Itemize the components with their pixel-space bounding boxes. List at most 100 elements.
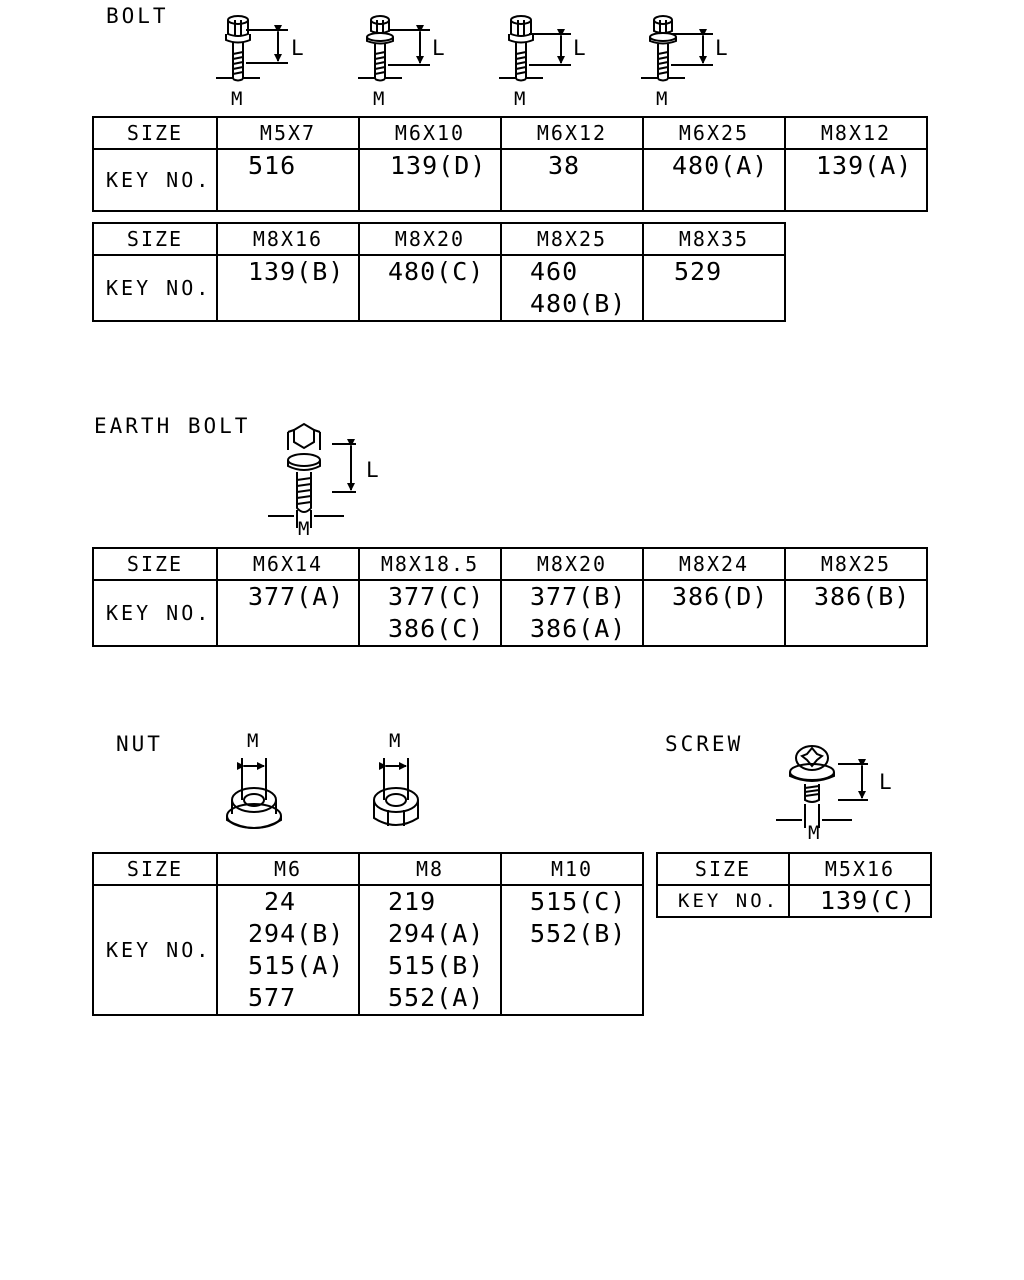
bolt-dim-l-1: L xyxy=(291,36,307,60)
key-value: 139(A) xyxy=(816,151,913,180)
bolt-dim-m-2: M xyxy=(373,88,388,110)
key-value: 552(A) xyxy=(388,983,485,1012)
key-cell: 219 294(A) 515(B) 552(A) xyxy=(358,884,502,1016)
size-cell: M10 xyxy=(500,852,644,886)
key-row: KEY NO. 139(C) xyxy=(656,884,932,918)
nut-icon-m8 xyxy=(373,758,419,826)
screw-icon xyxy=(776,745,868,828)
nut-dim-m-2: M xyxy=(389,730,404,752)
key-value: 294(A) xyxy=(388,919,485,948)
size-cell: M8X35 xyxy=(642,222,786,256)
size-cell: M5X16 xyxy=(788,852,932,886)
key-no-header: KEY NO. xyxy=(92,579,218,647)
key-cell: 139(A) xyxy=(784,148,928,212)
key-cell: 377(B) 386(A) xyxy=(500,579,644,647)
key-cell: 480(C) xyxy=(358,254,502,322)
bolt-dim-l-4: L xyxy=(715,36,731,60)
bolt-dim-l-3: L xyxy=(573,36,589,60)
key-value: 460 xyxy=(530,257,579,286)
size-row: SIZE M6X14 M8X18.5 M8X20 M8X24 M8X25 xyxy=(92,547,928,581)
screw-size-table: SIZE M5X16 KEY NO. 139(C) xyxy=(656,852,932,918)
key-cell: 516 xyxy=(216,148,360,212)
key-cell: 386(D) xyxy=(642,579,786,647)
key-value: 139(B) xyxy=(248,257,345,286)
size-cell: M5X7 xyxy=(216,116,360,150)
size-header: SIZE xyxy=(92,852,218,886)
bolt-size-table-1: SIZE M5X7 M6X10 M6X12 M6X25 M8X12 KEY NO… xyxy=(92,116,928,212)
key-value: 515(C) xyxy=(530,887,627,916)
key-value: 377(B) xyxy=(530,582,627,611)
key-cell: 139(B) xyxy=(216,254,360,322)
key-cell: 377(C)386(C) xyxy=(358,579,502,647)
key-row: KEY NO. 24 294(B) 515(A) 577 219 294(A) … xyxy=(92,884,644,1016)
size-row: SIZE M8X16 M8X20 M8X25 M8X35 xyxy=(92,222,786,256)
key-row: KEY NO. 516 139(D) 38 480(A) 139(A) xyxy=(92,148,928,212)
key-value: 480(B) xyxy=(530,289,627,318)
key-no-header: KEY NO. xyxy=(92,254,218,322)
key-value: 386(C) xyxy=(388,614,485,643)
key-value: 515(B) xyxy=(388,951,485,980)
size-cell: M8X25 xyxy=(500,222,644,256)
earth-bolt-section-title: EARTH BOLT xyxy=(94,414,251,438)
key-value: 516 xyxy=(248,151,297,180)
key-value: 386(A) xyxy=(530,614,627,643)
bolt-icon-4 xyxy=(641,15,713,82)
screw-section-title: SCREW xyxy=(665,732,744,756)
key-no-header: KEY NO. xyxy=(92,884,218,1016)
key-value: 552(B) xyxy=(530,919,627,948)
size-cell: M8X18.5 xyxy=(358,547,502,581)
key-cell: 515(C) 552(B) xyxy=(500,884,644,1016)
earth-bolt-size-table: SIZE M6X14 M8X18.5 M8X20 M8X24 M8X25 KEY… xyxy=(92,547,928,647)
key-value: 515(A) xyxy=(248,951,345,980)
key-value: 139(D) xyxy=(390,151,487,180)
bolt-dim-m-1: M xyxy=(231,88,246,110)
size-cell: M8X12 xyxy=(784,116,928,150)
key-no-header: KEY NO. xyxy=(656,884,790,918)
screw-dim-m: M xyxy=(808,822,823,844)
key-no-header: KEY NO. xyxy=(92,148,218,212)
earth-bolt-dim-l: L xyxy=(366,458,382,482)
size-header: SIZE xyxy=(92,547,218,581)
size-row: SIZE M5X7 M6X10 M6X12 M6X25 M8X12 xyxy=(92,116,928,150)
size-row: SIZE M5X16 xyxy=(656,852,932,886)
key-cell: 386(B) xyxy=(784,579,928,647)
size-header: SIZE xyxy=(92,116,218,150)
size-row: SIZE M6 M8 M10 xyxy=(92,852,644,886)
size-cell: M8X20 xyxy=(500,547,644,581)
size-cell: M8X20 xyxy=(358,222,502,256)
size-cell: M6X25 xyxy=(642,116,786,150)
bolt-icon-3 xyxy=(499,15,571,82)
key-cell: 38 xyxy=(500,148,644,212)
key-value: 38 xyxy=(548,151,581,180)
key-value: 139(C) xyxy=(820,886,917,915)
size-cell: M6X14 xyxy=(216,547,360,581)
key-cell: 24 294(B) 515(A) 577 xyxy=(216,884,360,1016)
key-cell: 480(A) xyxy=(642,148,786,212)
bolt-dim-l-2: L xyxy=(432,36,448,60)
key-value: 577 xyxy=(248,983,297,1012)
key-value: 386(B) xyxy=(814,582,911,611)
bolt-dim-m-4: M xyxy=(656,88,671,110)
key-cell: 377(A) xyxy=(216,579,360,647)
size-cell: M6X10 xyxy=(358,116,502,150)
bolt-dim-m-3: M xyxy=(514,88,529,110)
key-value: 377(A) xyxy=(248,582,345,611)
size-cell: M6X12 xyxy=(500,116,644,150)
size-header: SIZE xyxy=(92,222,218,256)
key-value: 386(D) xyxy=(672,582,769,611)
size-cell: M6 xyxy=(216,852,360,886)
size-cell: M8X25 xyxy=(784,547,928,581)
key-row: KEY NO. 377(A) 377(C)386(C) 377(B) 386(A)… xyxy=(92,579,928,647)
size-cell: M8X24 xyxy=(642,547,786,581)
nut-icon-m6 xyxy=(226,758,282,829)
size-cell: M8 xyxy=(358,852,502,886)
key-value: 24 xyxy=(264,887,297,916)
size-cell: M8X16 xyxy=(216,222,360,256)
key-cell: 139(D) xyxy=(358,148,502,212)
bolt-icon-2 xyxy=(358,15,430,82)
key-cell: 460 480(B) xyxy=(500,254,644,322)
nut-size-table: SIZE M6 M8 M10 KEY NO. 24 294(B) 515(A) … xyxy=(92,852,644,1016)
size-header: SIZE xyxy=(656,852,790,886)
